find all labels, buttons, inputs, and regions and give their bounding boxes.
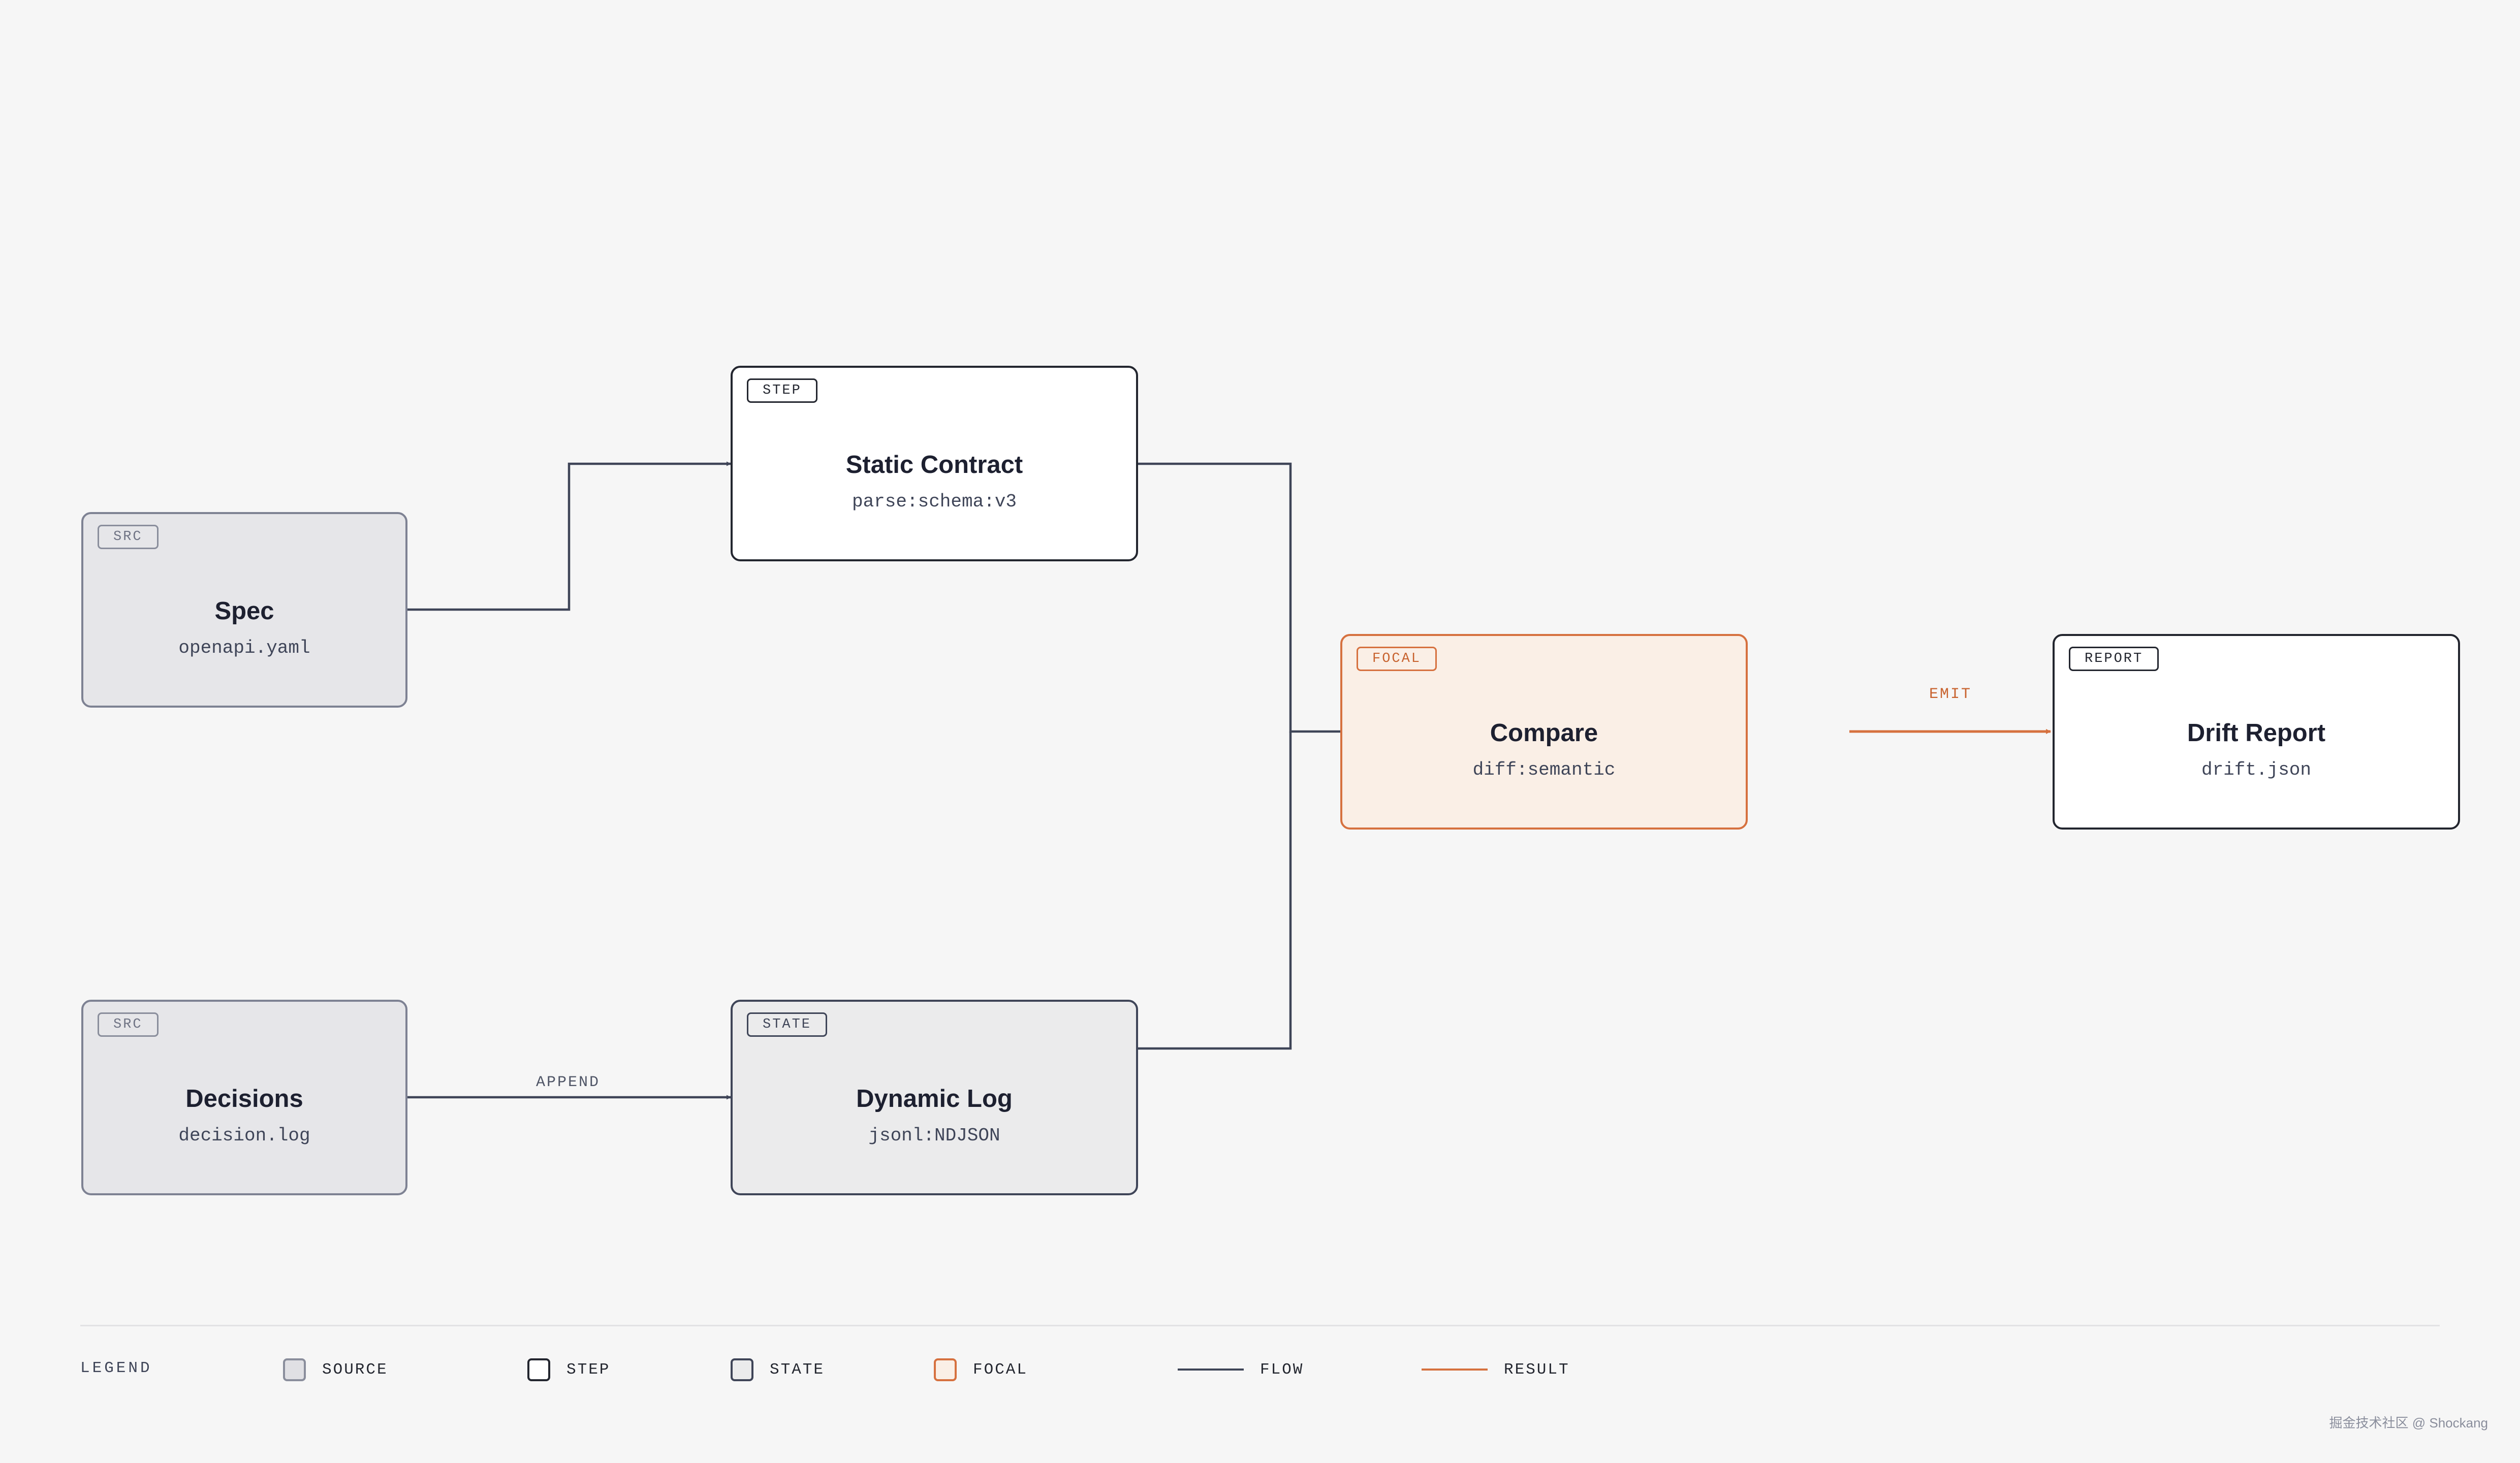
legend-label: STATE (770, 1360, 825, 1379)
legend-item-focal: FOCAL (934, 1355, 1028, 1384)
watermark: 掘金技术社区 @ Shockang (2329, 1415, 2488, 1430)
node-title: Decisions (185, 1085, 303, 1112)
legend-item-flow: FLOW (1178, 1355, 1304, 1384)
legend-label: RESULT (1504, 1360, 1570, 1379)
legend-swatch-state (731, 1358, 753, 1381)
node-spec[interactable]: SRC Spec openapi.yaml (81, 512, 407, 708)
legend-swatch-step (527, 1358, 550, 1381)
node-subtitle: diff:semantic (1472, 759, 1616, 780)
node-decisions[interactable]: SRC Decisions decision.log (81, 1000, 407, 1195)
legend-swatch-result (1422, 1369, 1488, 1371)
node-title: Dynamic Log (856, 1085, 1013, 1112)
legend-label: FLOW (1260, 1360, 1304, 1379)
node-tag: SRC (98, 1012, 159, 1037)
legend-swatch-focal (934, 1358, 957, 1381)
legend-item-state: STATE (731, 1355, 825, 1384)
node-drift-report[interactable]: REPORT Drift Report drift.json (2053, 634, 2460, 830)
node-dynamic-log[interactable]: STATE Dynamic Log jsonl:NDJSON (731, 1000, 1138, 1195)
node-tag: STATE (747, 1012, 828, 1037)
node-subtitle: jsonl:NDJSON (868, 1125, 1000, 1146)
node-title: Spec (214, 597, 274, 625)
node-tag: STEP (747, 378, 817, 403)
legend-label: SOURCE (322, 1360, 388, 1379)
edge-label-append: APPEND (529, 1074, 607, 1091)
node-title: Compare (1490, 719, 1598, 747)
node-subtitle: parse:schema:v3 (852, 491, 1017, 512)
legend-label: STEP (566, 1360, 611, 1379)
legend-swatch-flow (1178, 1369, 1244, 1371)
node-tag: SRC (98, 525, 159, 549)
node-title: Drift Report (2187, 719, 2326, 747)
node-subtitle: openapi.yaml (178, 638, 310, 658)
node-compare[interactable]: FOCAL Compare diff:semantic (1340, 634, 1748, 830)
node-title: Static Contract (845, 451, 1023, 479)
edge-label-emit: EMIT (1929, 686, 1972, 703)
node-subtitle: drift.json (2201, 759, 2312, 780)
edge-dynamic-log-to-compare (1138, 732, 1292, 1050)
edge-static-contract-to-compare (1138, 462, 1340, 733)
legend-swatch-source (283, 1358, 306, 1381)
legend-item-result: RESULT (1422, 1355, 1570, 1384)
edge-spec-to-static-contract (407, 461, 731, 611)
legend-title: LEGEND (80, 1359, 152, 1377)
node-tag: FOCAL (1357, 647, 1437, 671)
legend-item-step: STEP (527, 1355, 610, 1384)
node-subtitle: decision.log (178, 1125, 310, 1146)
legend-label: FOCAL (973, 1360, 1028, 1379)
node-static-contract[interactable]: STEP Static Contract parse:schema:v3 (731, 366, 1138, 561)
legend-item-source: SOURCE (283, 1355, 388, 1384)
node-tag: REPORT (2069, 647, 2159, 671)
legend-divider (80, 1325, 2440, 1326)
